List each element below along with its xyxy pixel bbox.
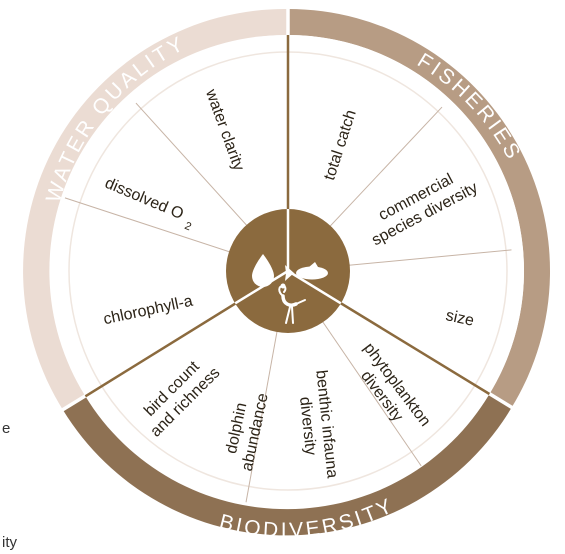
bird-head [280,283,286,289]
dissolved-o2-subscript: 2 [183,220,193,233]
bird-icon [278,284,306,324]
wedge-size: size [444,307,475,330]
fisheries-band [288,9,551,408]
water-quality-band [23,8,288,411]
benthic-line-2: diversity [296,396,319,456]
fish-icon [285,262,328,281]
sector-gap-right [484,389,517,412]
margin-text-fragment-2: ity [2,534,17,551]
biodiversity-band [63,394,512,536]
hub-dividers [234,209,342,305]
water-drop-icon [252,254,274,287]
sector-gap-left [58,391,91,414]
margin-text-fragment-1: e [2,420,11,437]
